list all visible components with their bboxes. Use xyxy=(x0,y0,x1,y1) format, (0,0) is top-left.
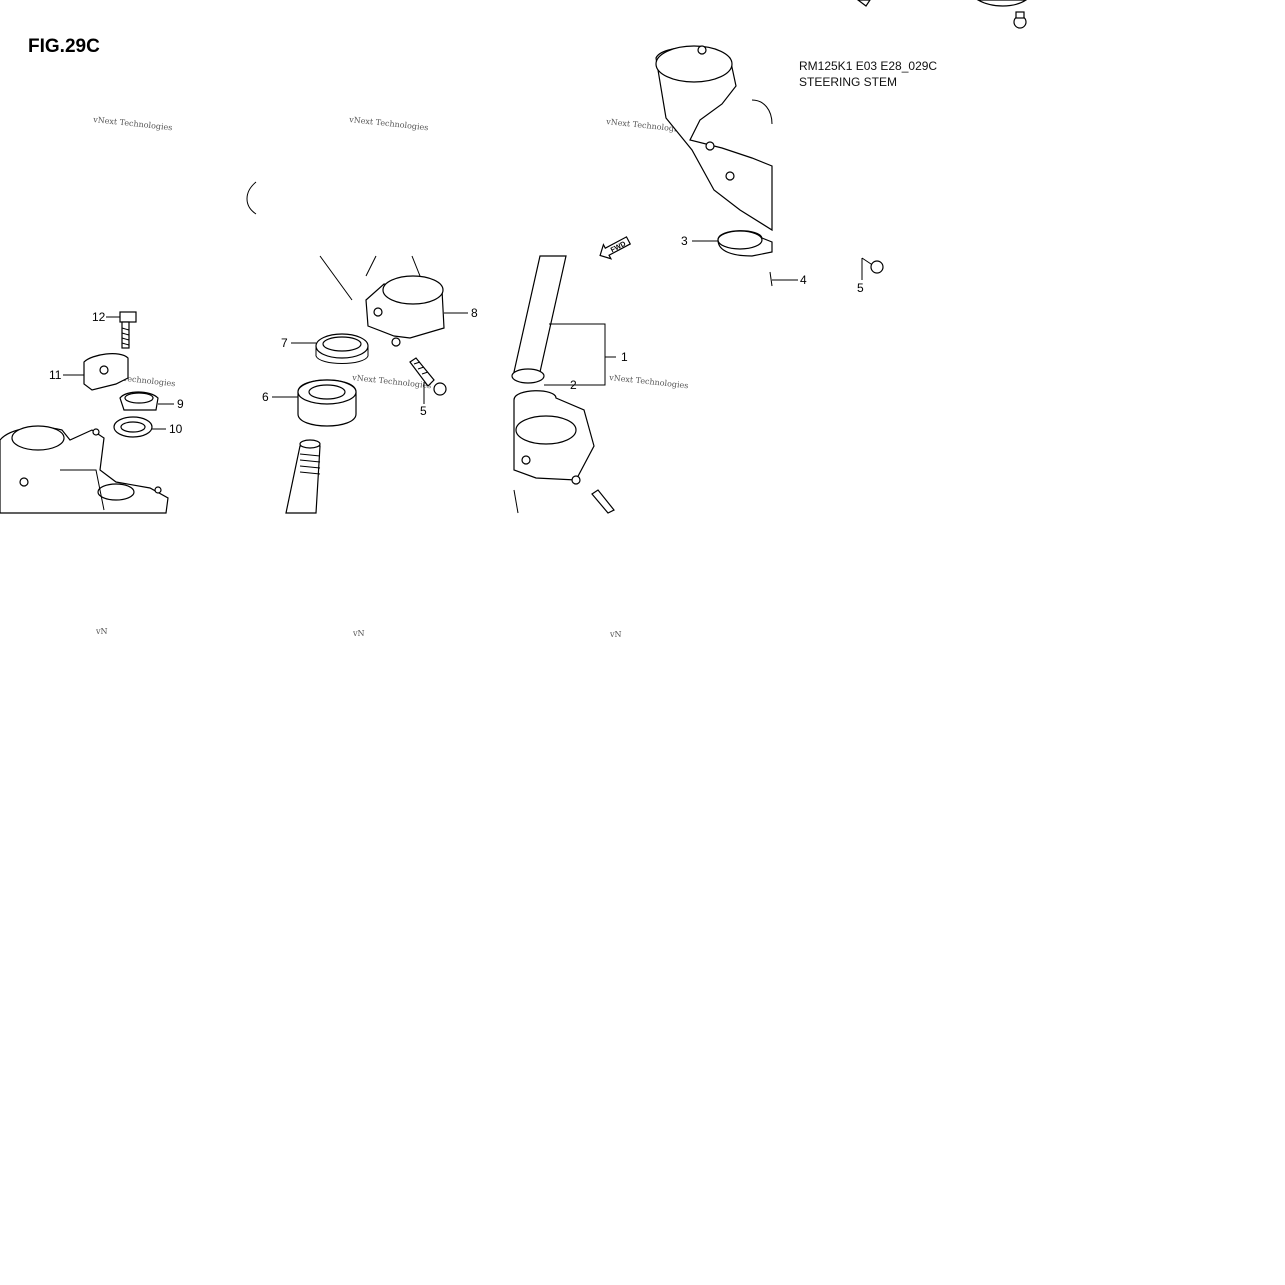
callout-10: 10 xyxy=(169,422,183,436)
part-1-stem-assembly xyxy=(511,255,616,514)
steering-stem-shaft xyxy=(285,439,321,514)
callout-7: 7 xyxy=(281,336,288,350)
callout-12: 12 xyxy=(92,310,106,324)
callout-5: 5 xyxy=(857,281,864,295)
watermark: vNext Technologies xyxy=(608,373,689,390)
watermark-fragment: vN xyxy=(609,630,622,639)
callout-1: 1 xyxy=(621,350,628,364)
fwd-direction-arrow: FWD xyxy=(599,236,632,260)
upper-bracket xyxy=(0,425,169,514)
callout-2: 2 xyxy=(570,378,577,392)
figure-title: FIG.29C xyxy=(28,36,100,57)
watermark: vNext Technologies xyxy=(92,115,173,132)
callout-8: 8 xyxy=(471,306,478,320)
callout-3: 3 xyxy=(681,234,688,248)
fwd-label: FWD xyxy=(610,241,627,255)
part-7-ring-nut xyxy=(291,333,369,364)
watermark-group: vNext Technologies vNext Technologies vN… xyxy=(92,115,689,639)
part-5-bolt-middle xyxy=(409,357,447,404)
model-code: RM125K1 E03 E28_029C xyxy=(799,59,938,73)
section-title: STEERING STEM xyxy=(799,75,898,89)
part-3-collar xyxy=(692,230,773,257)
top-cutoff-parts xyxy=(857,0,1028,29)
callout-4: 4 xyxy=(800,273,807,287)
part-11-clamp-cap xyxy=(63,353,129,391)
part-4-pointer xyxy=(769,271,798,287)
part-10-washer xyxy=(113,416,166,438)
callout-11: 11 xyxy=(49,368,62,382)
watermark: vNext Technologies xyxy=(348,115,429,132)
watermark-fragment: vN xyxy=(95,627,108,636)
part-8-under-bracket xyxy=(319,255,468,347)
part-9-nut xyxy=(119,391,174,411)
part-6-bearing xyxy=(272,379,357,427)
callout-5: 5 xyxy=(420,404,427,418)
callout-labels: 1 2 3 4 5 5 6 7 8 9 10 11 12 xyxy=(49,234,864,436)
callout-6: 6 xyxy=(262,390,269,404)
callout-9: 9 xyxy=(177,397,184,411)
watermark-fragment: vN xyxy=(352,629,365,638)
part-12-bolt xyxy=(106,311,137,349)
part-5-bolt-right xyxy=(861,257,884,280)
upper-clamp-bracket xyxy=(655,45,773,232)
partial-outline xyxy=(246,181,257,215)
